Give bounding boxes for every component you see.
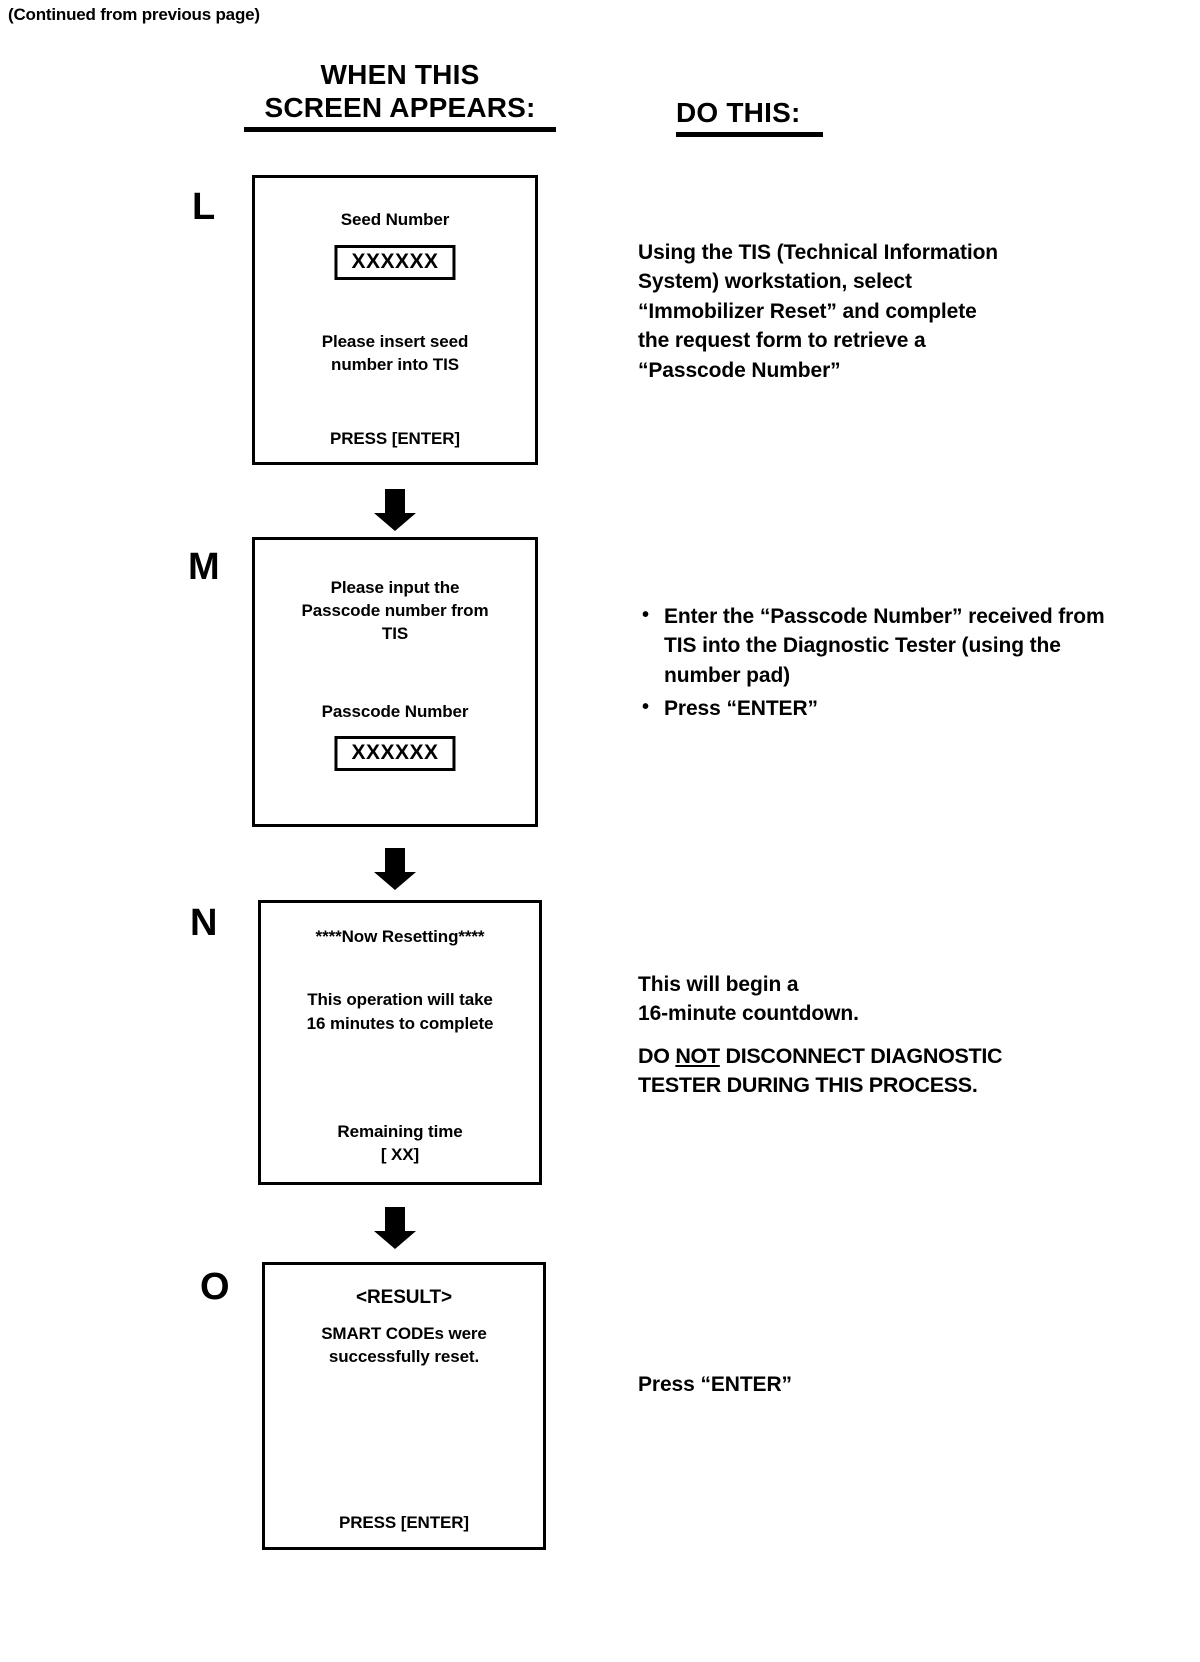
column-header-line-2: SCREEN APPEARS: [264,92,536,124]
down-arrow-icon-1 [372,487,418,533]
instruction-l-line-1: Using the TIS (Technical Information [638,241,999,264]
instruction-text-n: This will begin a 16-minute countdown. [638,970,1118,1029]
down-arrow-icon-3 [372,1205,418,1251]
screen-l-seed-number-value: XXXXXX [334,245,456,281]
warning-suffix: DISCONNECT DIAGNOSTIC [719,1044,1003,1068]
screen-n-message-line-1: This operation will take [307,990,493,1009]
instruction-n-line-1: This will begin a [638,973,799,996]
screen-m-message-line-3: TIS [381,624,409,643]
column-header-line-1: WHEN THIS [320,59,480,90]
step-label-l: L [192,186,216,228]
screen-n-footer-line-1: Remaining time [337,1122,463,1141]
column-header-do-this-underline [676,132,823,137]
screen-l-message-line-1: Please insert seed [321,332,469,351]
column-header-underline [244,127,556,133]
instruction-n-warning-line-2: TESTER DURING THIS PROCESS. [638,1073,978,1098]
instruction-l-line-5: “Passcode Number” [638,358,841,382]
instruction-list-m: Enter the “Passcode Number” received fro… [638,601,1114,728]
warning-emphasis-not: NOT [675,1044,720,1068]
instruction-o-line-1: Press “ENTER” [638,1373,792,1396]
screen-m-message-line-2: Passcode number from [301,601,489,620]
instruction-l-line-4: the request form to retrieve a [638,329,926,353]
instruction-l-line-2: System) workstation, select [638,270,912,294]
down-arrow-icon-2 [372,846,418,892]
screen-l-title: Seed Number [340,210,450,229]
instruction-m-bullet-2: Press “ENTER” [642,693,1114,723]
screen-n-message-line-2: 16 minutes to complete [306,1014,494,1033]
screen-l-message-line-2: number into TIS [331,355,459,374]
step-label-m: M [188,546,220,588]
screen-o-message-line-2: successfully reset. [328,1347,480,1366]
screen-l-footer: PRESS [ENTER] [330,429,460,448]
instruction-text-o: Press “ENTER” [638,1370,1098,1399]
instruction-n-warning-line-1: DO NOT DISCONNECT DIAGNOSTIC [638,1042,1138,1071]
instruction-n-line-2: 16-minute countdown. [638,1002,859,1026]
instruction-text-l: Using the TIS (Technical Information Sys… [638,238,1108,385]
step-label-n: N [190,902,218,944]
screen-panel-m: Please input the Passcode number from TI… [252,537,538,827]
screen-o-message-line-1: SMART CODEs were [321,1324,487,1343]
column-header-when-screen-appears: WHEN THIS SCREEN APPEARS: [200,58,600,133]
screen-panel-l: Seed Number XXXXXX Please insert seed nu… [252,175,538,465]
screen-o-footer: PRESS [ENTER] [339,1513,469,1532]
instruction-m-bullet-1: Enter the “Passcode Number” received fro… [642,601,1114,690]
screen-m-message-line-1: Please input the [330,578,460,597]
instruction-warning-n: DO NOT DISCONNECT DIAGNOSTIC TESTER DURI… [638,1042,1138,1100]
screen-panel-n: ****Now Resetting**** This operation wil… [258,900,542,1185]
screen-panel-o: <RESULT> SMART CODEs were successfully r… [262,1262,546,1550]
warning-prefix: DO [638,1044,676,1068]
screen-m-title: Passcode Number [321,702,469,721]
screen-o-title: <RESULT> [356,1287,452,1308]
screen-n-footer-line-2: [ XX] [380,1145,420,1164]
continued-from-previous-page-note: (Continued from previous page) [8,5,260,24]
step-label-o: O [200,1266,230,1308]
column-header-do-this-label: DO THIS: [676,97,801,128]
instruction-l-line-3: “Immobilizer Reset” and complete [638,299,977,323]
column-header-do-this: DO THIS: [676,97,823,137]
screen-n-title: ****Now Resetting**** [315,927,485,946]
screen-m-passcode-number-value: XXXXXX [334,736,456,772]
